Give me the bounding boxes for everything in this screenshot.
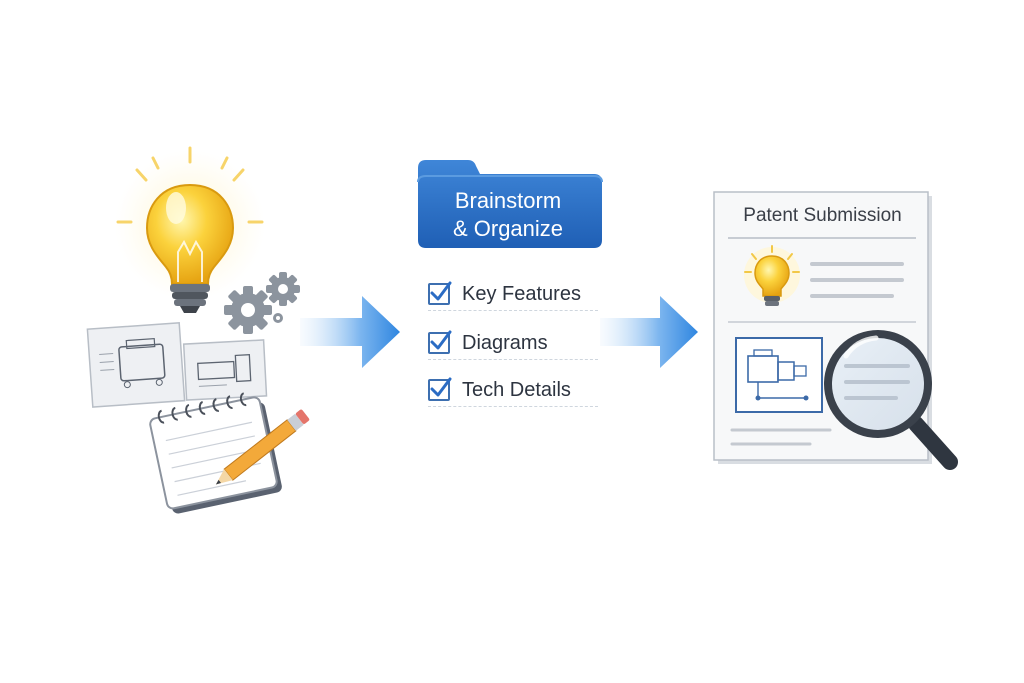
folder-label-line2: & Organize <box>453 215 563 243</box>
checkbox-icon <box>428 379 450 401</box>
checklist-item: Tech Details <box>428 374 598 407</box>
sketch-paper-icon <box>87 323 266 407</box>
arrow-icon <box>600 296 698 368</box>
checkbox-icon <box>428 283 450 305</box>
checkbox-icon <box>428 332 450 354</box>
lightbulb-icon <box>115 148 265 313</box>
folder-label-line1: Brainstorm <box>455 187 561 215</box>
checklist-label: Key Features <box>462 283 581 306</box>
folder-label: Brainstorm & Organize <box>418 182 598 248</box>
diagram-thumbnail <box>736 338 822 412</box>
checklist-item: Key Features <box>428 278 598 311</box>
arrow-icon <box>300 296 400 368</box>
checklist-item: Diagrams <box>428 327 598 360</box>
checklist-label: Diagrams <box>462 332 548 355</box>
document-title: Patent Submission <box>735 205 910 227</box>
checklist-label: Tech Details <box>462 379 571 402</box>
